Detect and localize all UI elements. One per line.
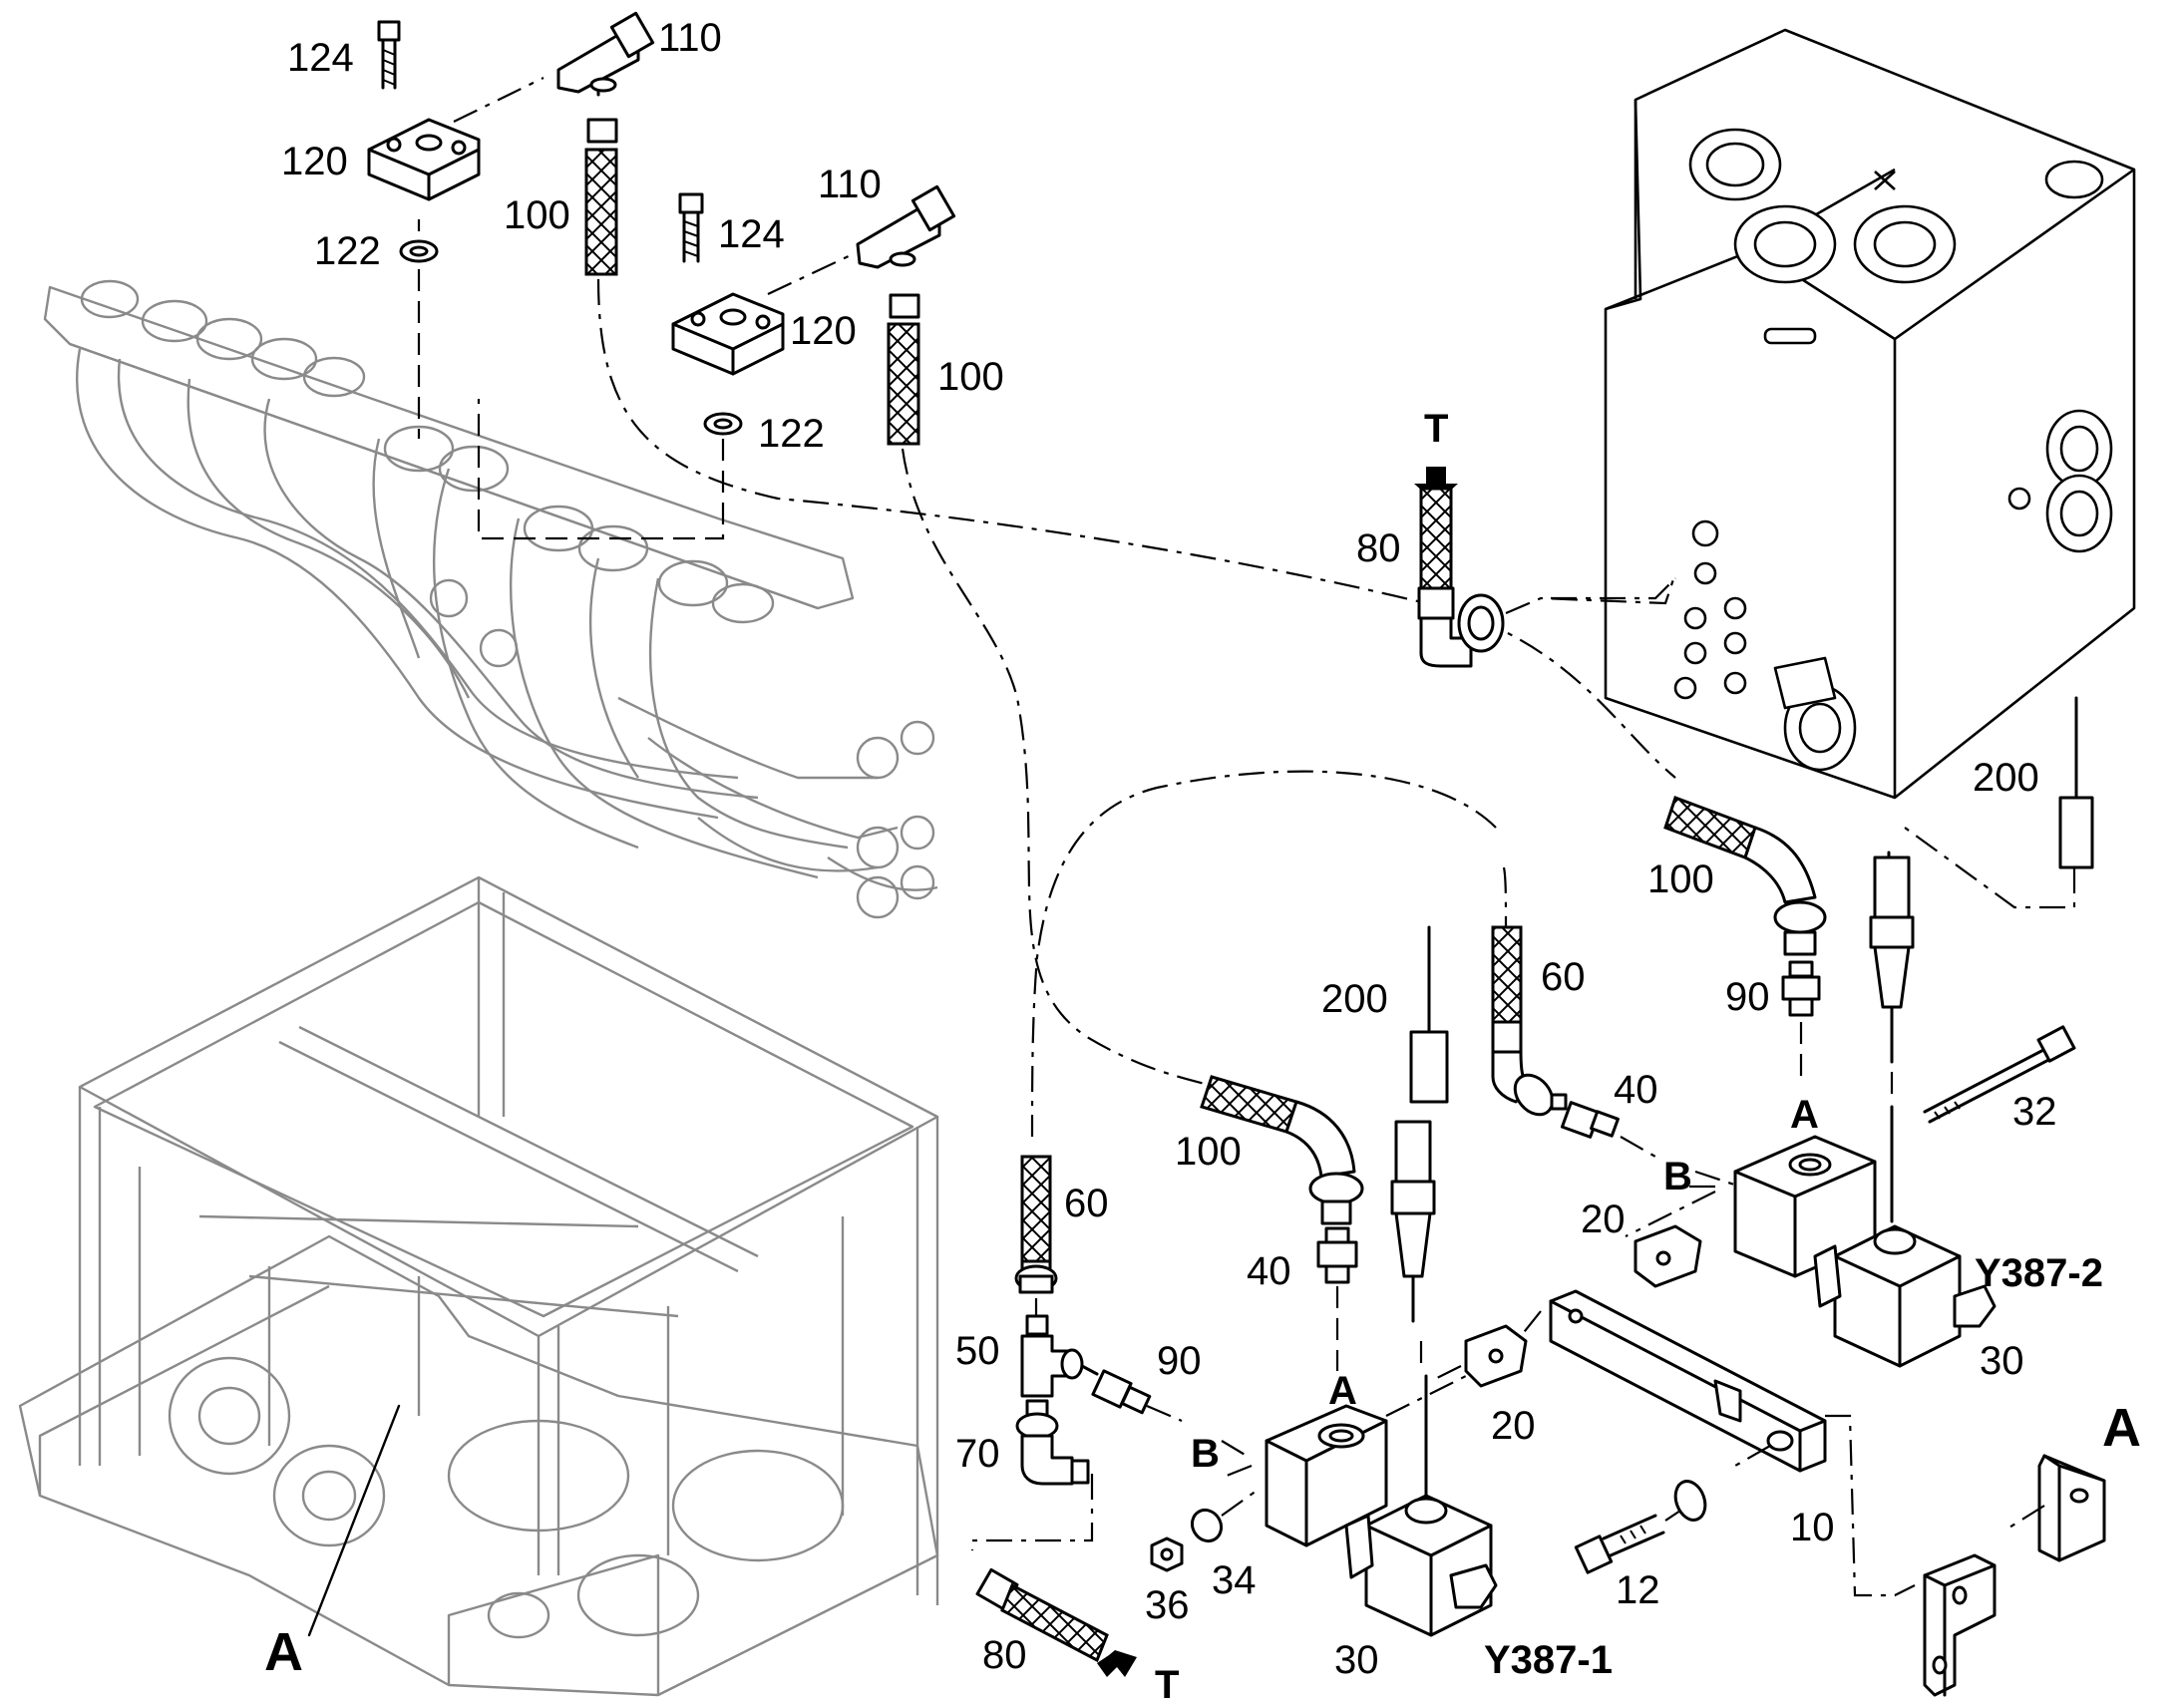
callout-30: 30 [1334, 1638, 1379, 1682]
manifold-ports [80, 279, 775, 624]
callout-120: 120 [281, 140, 348, 183]
callout-80: 80 [1356, 526, 1401, 570]
callout-20: 20 [1491, 1404, 1536, 1448]
callout-b: B [1191, 1432, 1220, 1476]
hose-100-right [1663, 796, 1827, 1082]
sensor-group-upper-left [367, 11, 655, 439]
callout-a: A [1790, 1093, 1819, 1137]
callout-122: 122 [758, 412, 825, 456]
callout-110: 110 [818, 163, 882, 206]
hose-60-middle [1491, 925, 1741, 1189]
background-machinery [18, 279, 939, 1697]
valve-y387-2 [1625, 851, 2076, 1368]
callout-50: 50 [955, 1329, 1000, 1373]
callout-122: 122 [314, 229, 381, 273]
callout-200: 200 [1973, 756, 2039, 800]
callout-124: 124 [718, 212, 785, 256]
callout-12: 12 [1616, 1568, 1660, 1612]
mounting-plate-assembly [1430, 1224, 1916, 1597]
callout-32: 32 [2012, 1090, 2057, 1134]
callout-20: 20 [1581, 1197, 1626, 1241]
return-hose-upper [1414, 467, 1677, 668]
callout-100: 100 [504, 193, 570, 237]
callout-60: 60 [1064, 1182, 1109, 1225]
callout-b: B [1663, 1155, 1692, 1198]
callout-70: 70 [955, 1432, 1000, 1476]
connector-200-middle [1409, 925, 1449, 1104]
routing-lines [596, 278, 1676, 1138]
left-fitting-stack [970, 1155, 1258, 1677]
connector-200-right [1904, 696, 2094, 909]
callout-t: T [1155, 1663, 1180, 1707]
callout-90: 90 [1725, 975, 1770, 1019]
callout-80: 80 [982, 1633, 1027, 1677]
callout-124: 124 [287, 36, 354, 80]
callout-90: 90 [1157, 1339, 1202, 1383]
callout-y387-2: Y387-2 [1975, 1251, 2103, 1295]
callout-120: 120 [790, 309, 857, 353]
callout-200: 200 [1321, 977, 1388, 1021]
callout-10: 10 [1790, 1506, 1835, 1549]
hose-100-low [1200, 1075, 1364, 1371]
callout-100: 100 [937, 355, 1004, 399]
sensor-group-upper-middle [477, 184, 956, 540]
callout-34: 34 [1212, 1558, 1257, 1602]
callout-60: 60 [1541, 955, 1586, 999]
callout-36: 36 [1145, 1583, 1190, 1627]
detail-a-bracket [1923, 1454, 2106, 1697]
detail-a-label: A [2102, 1398, 2141, 1458]
callout-t: T [1424, 407, 1449, 451]
callout-110: 110 [658, 16, 722, 60]
callout-40: 40 [1247, 1249, 1291, 1293]
callout-100: 100 [1175, 1130, 1242, 1174]
valve-y387-1 [1226, 1120, 1498, 1637]
callout-30: 30 [1980, 1339, 2024, 1383]
callout-a: A [1328, 1369, 1357, 1413]
frame-a-label: A [264, 1622, 303, 1682]
callout-100: 100 [1647, 857, 1714, 901]
callout-40: 40 [1614, 1068, 1658, 1112]
tank-housing [1604, 28, 2136, 800]
callout-y387-1: Y387-1 [1484, 1638, 1613, 1682]
detail-a-leader [307, 1404, 401, 1637]
